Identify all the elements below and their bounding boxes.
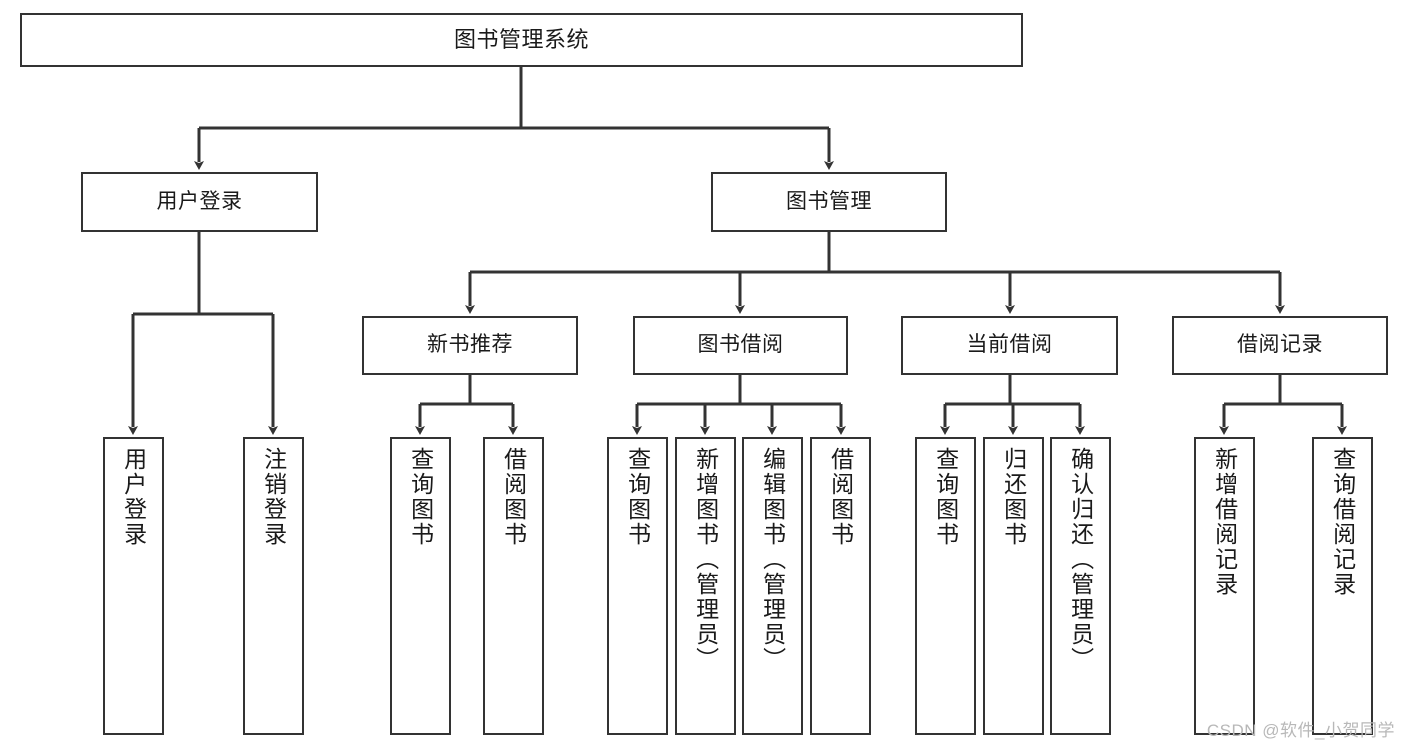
node-label: 查询图书 [407, 447, 434, 547]
node-label: 新增图书（管理员） [692, 447, 719, 672]
leaf-borrow-book[interactable]: 借阅图书 [810, 437, 871, 735]
leaf-borrow-book-recommendation[interactable]: 借阅图书 [483, 437, 544, 735]
node-label: 注销登录 [260, 447, 287, 547]
node-book-management[interactable]: 图书管理 [711, 172, 947, 232]
node-label: 图书借阅 [697, 333, 784, 357]
node-label: 归还图书 [1000, 447, 1027, 547]
leaf-return-book[interactable]: 归还图书 [983, 437, 1044, 735]
leaf-user-login[interactable]: 用户登录 [103, 437, 164, 735]
node-root-book-management-system[interactable]: 图书管理系统 [20, 13, 1023, 67]
node-label: 图书管理系统 [453, 27, 589, 53]
leaf-add-book-admin[interactable]: 新增图书（管理员） [675, 437, 736, 735]
node-borrowing-record[interactable]: 借阅记录 [1172, 316, 1388, 375]
leaf-edit-book-admin[interactable]: 编辑图书（管理员） [742, 437, 803, 735]
leaf-logout[interactable]: 注销登录 [243, 437, 304, 735]
node-label: 新书推荐 [427, 333, 513, 357]
node-label: 当前借阅 [966, 333, 1053, 357]
watermark: CSDN @软件_小贺同学 [1206, 721, 1395, 740]
node-label: 图书管理 [786, 189, 872, 213]
node-label: 新增借阅记录 [1211, 447, 1238, 597]
node-label: 编辑图书（管理员） [759, 447, 786, 672]
node-label: 查询图书 [624, 447, 651, 547]
node-label: 用户登录 [156, 189, 243, 213]
leaf-query-book-current[interactable]: 查询图书 [915, 437, 976, 735]
node-label: 借阅图书 [500, 447, 527, 547]
leaf-confirm-return-admin[interactable]: 确认归还（管理员） [1050, 437, 1111, 735]
node-label: 查询图书 [932, 447, 959, 547]
node-label: 用户登录 [120, 447, 147, 547]
node-new-book-recommendation[interactable]: 新书推荐 [362, 316, 578, 375]
node-label: 查询借阅记录 [1329, 447, 1356, 597]
node-current-borrowing[interactable]: 当前借阅 [901, 316, 1118, 375]
leaf-add-borrowing-record[interactable]: 新增借阅记录 [1194, 437, 1255, 735]
node-label: 确认归还（管理员） [1067, 447, 1094, 672]
node-label: 借阅记录 [1237, 333, 1323, 357]
node-book-borrowing[interactable]: 图书借阅 [633, 316, 848, 375]
leaf-query-book-borrowing[interactable]: 查询图书 [607, 437, 668, 735]
node-label: 借阅图书 [827, 447, 854, 547]
leaf-query-borrowing-record[interactable]: 查询借阅记录 [1312, 437, 1373, 735]
leaf-query-book-recommendation[interactable]: 查询图书 [390, 437, 451, 735]
node-user-login[interactable]: 用户登录 [81, 172, 318, 232]
